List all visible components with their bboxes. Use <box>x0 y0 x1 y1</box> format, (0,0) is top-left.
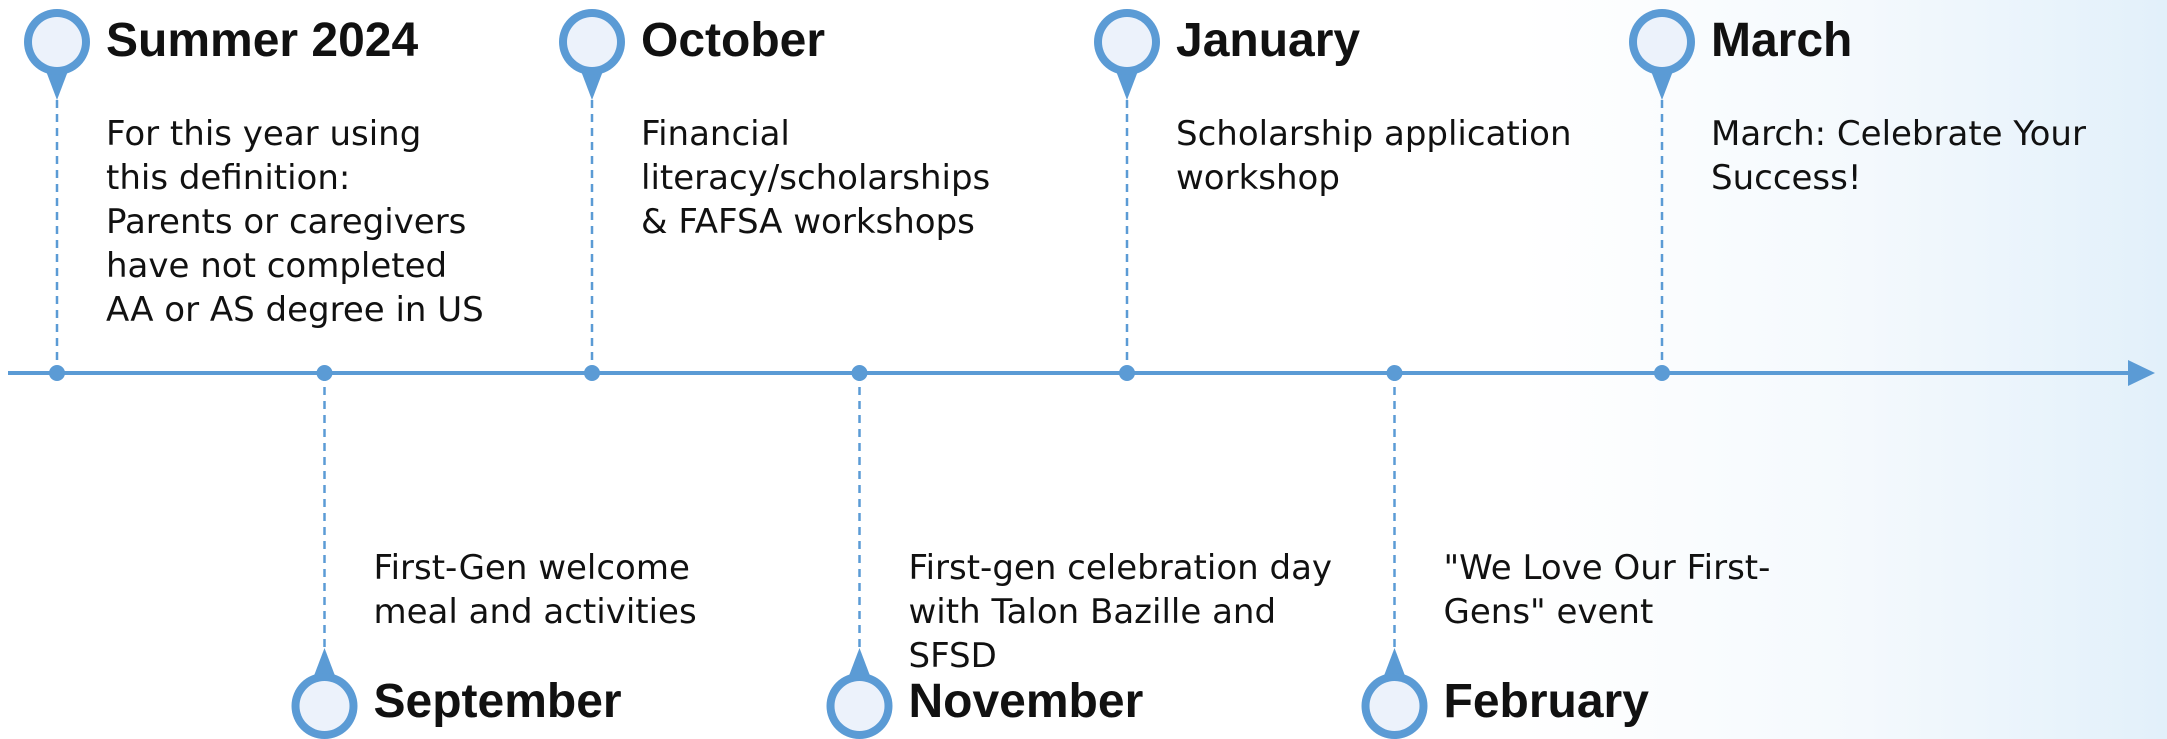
event-description: First-Gen welcome meal and activities <box>373 548 697 632</box>
event-description: First-gen celebration day with Talon Baz… <box>908 548 1333 676</box>
map-pin-icon <box>1637 17 1687 67</box>
map-pin-icon <box>299 681 350 731</box>
axis-marker-dot <box>851 365 868 381</box>
event-title: November <box>908 675 1144 728</box>
event-title: October <box>641 14 826 67</box>
axis-marker-dot <box>1386 365 1403 381</box>
axis-marker-dot <box>49 365 65 381</box>
map-pin-icon <box>567 17 617 67</box>
event-description: Financial literacy/scholarships & FAFSA … <box>641 114 991 242</box>
axis-marker-dot <box>1119 365 1135 381</box>
timeline-arrowhead <box>2128 360 2155 386</box>
event-title: Summer 2024 <box>106 14 419 67</box>
event-title: February <box>1443 675 1649 728</box>
event-description: "We Love Our First-Gens" event <box>1443 548 1771 632</box>
map-pin-icon <box>1102 17 1152 67</box>
axis-marker-dot <box>1654 365 1670 381</box>
event-description: For this year using this definition: Par… <box>106 114 484 330</box>
event-title: September <box>373 675 622 728</box>
event-description: March: Celebrate Your Success! <box>1711 114 2086 198</box>
map-pin-icon <box>32 17 82 67</box>
axis-marker-dot <box>316 365 333 381</box>
event-title: March <box>1711 14 1853 67</box>
axis-marker-dot <box>584 365 600 381</box>
event-description: Scholarship application workshop <box>1176 114 1572 198</box>
event-title: January <box>1176 14 1361 67</box>
map-pin-icon <box>834 681 885 731</box>
map-pin-icon <box>1369 681 1420 731</box>
